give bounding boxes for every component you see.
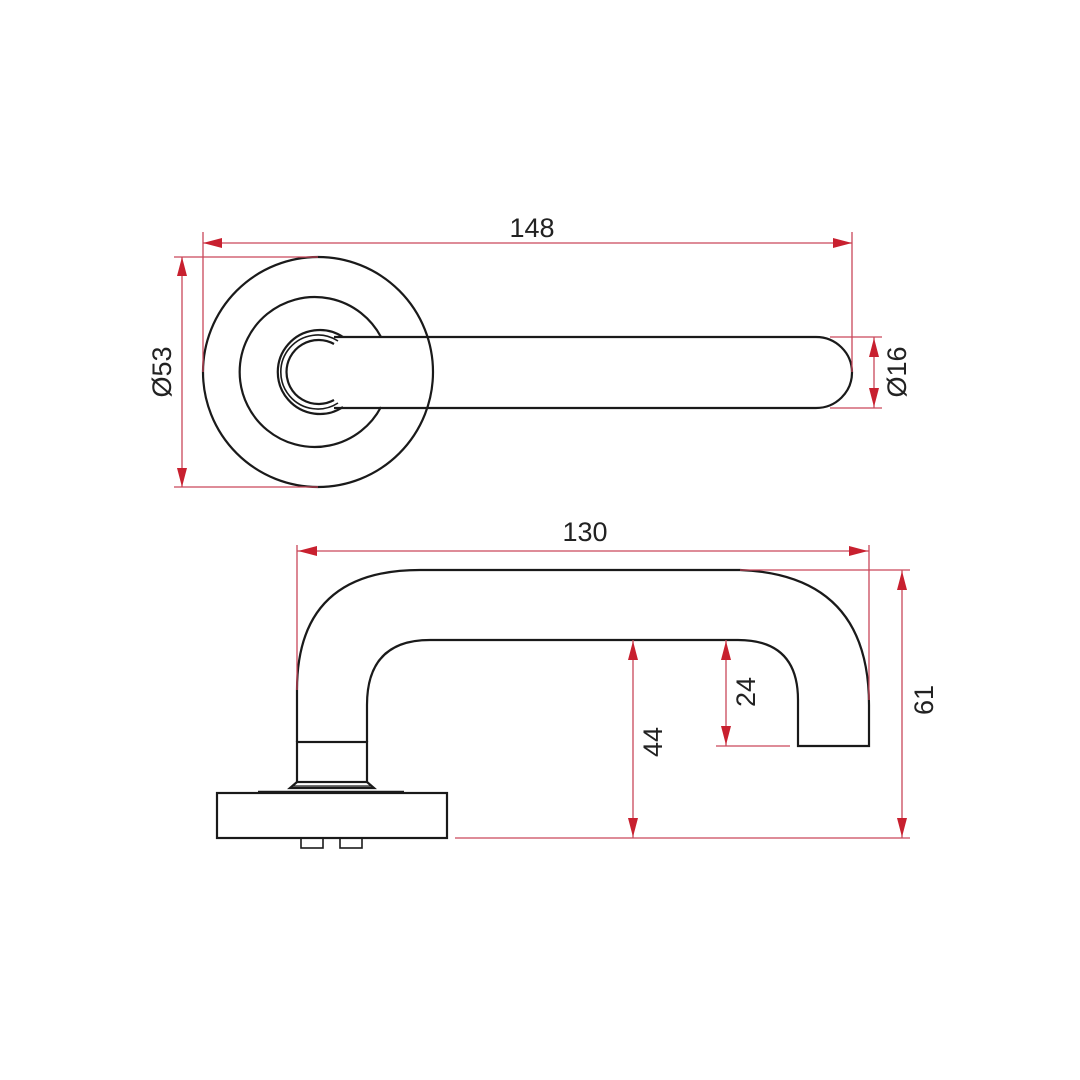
dimension-61: 61 [455, 569, 939, 839]
fixing-pin-left [300, 837, 324, 849]
neck-collar [295, 740, 369, 784]
dimension-label-lever-diameter: Ø16 [882, 346, 912, 397]
dimension-24: 24 [716, 640, 790, 747]
rose-base [215, 791, 449, 840]
dimension-label-24: 24 [731, 677, 761, 707]
rose-outer-circle [201, 255, 435, 489]
rose-inner-circle [238, 295, 382, 449]
dimension-label-148: 148 [509, 213, 554, 243]
dimension-130: 130 [296, 517, 870, 700]
fixing-pin-right [339, 837, 363, 849]
dimension-label-61: 61 [909, 685, 939, 715]
dimension-label-130: 130 [562, 517, 607, 547]
side-view: 130 61 44 24 [215, 517, 939, 849]
dimension-44: 44 [628, 640, 668, 838]
collar-ring-inner [285, 338, 335, 406]
dimension-label-rose-diameter: Ø53 [147, 346, 177, 397]
collar-ring-outer [276, 328, 344, 416]
lever-profile [295, 568, 871, 748]
dimension-label-44: 44 [638, 727, 668, 757]
collar-ring-middle [280, 334, 339, 410]
dimension-lever-diameter: Ø16 [830, 336, 912, 409]
dimension-148: 148 [202, 213, 853, 372]
lever-bar-top [334, 335, 854, 410]
dimension-rose-diameter: Ø53 [147, 256, 318, 488]
collar-flare [287, 781, 377, 790]
top-view: 148 Ø53 Ø16 [147, 213, 912, 489]
